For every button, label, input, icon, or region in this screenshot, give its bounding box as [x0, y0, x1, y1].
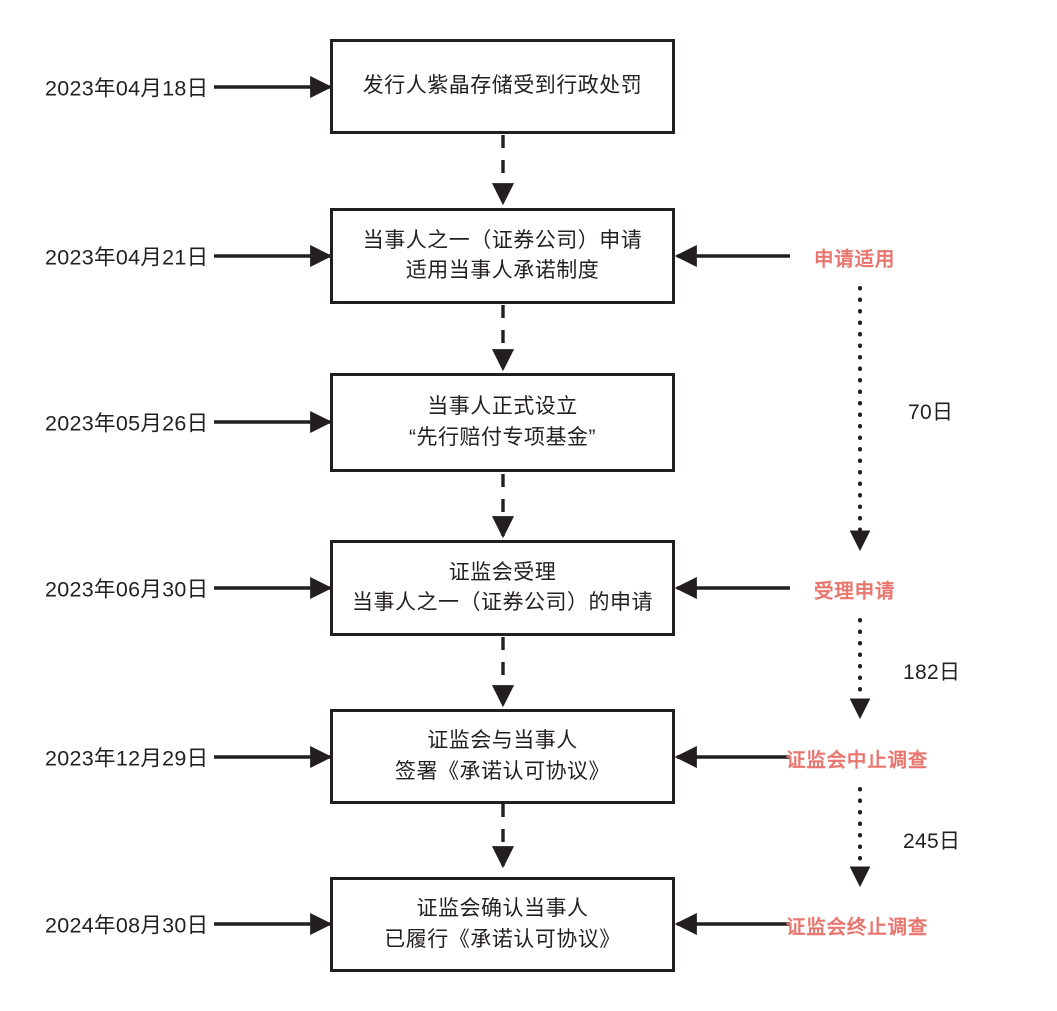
stage-label-accept: 受理申请	[814, 580, 896, 603]
flow-node-step-2[interactable]: 当事人之一（证券公司）申请 适用当事人承诺制度	[330, 208, 675, 304]
flow-node-step-4[interactable]: 证监会受理 当事人之一（证券公司）的申请	[330, 540, 675, 636]
stage-label-suspend: 证监会中止调查	[786, 749, 929, 772]
flow-node-step-1[interactable]: 发行人紫晶存储受到行政处罚	[330, 39, 675, 134]
date-label-step-2: 2023年04月21日	[45, 245, 209, 270]
date-label-step-1: 2023年04月18日	[45, 76, 209, 101]
date-label-step-6: 2024年08月30日	[45, 913, 209, 938]
date-label-step-3: 2023年05月26日	[45, 411, 209, 436]
flow-node-step-3[interactable]: 当事人正式设立 “先行赔付专项基金”	[330, 373, 675, 472]
date-label-step-4: 2023年06月30日	[45, 577, 209, 602]
duration-label-182: 182日	[903, 661, 961, 684]
flow-node-step-6[interactable]: 证监会确认当事人 已履行《承诺认可协议》	[330, 877, 675, 972]
flow-node-step-5[interactable]: 证监会与当事人 签署《承诺认可协议》	[330, 709, 675, 804]
duration-label-70: 70日	[908, 401, 954, 424]
duration-label-245: 245日	[903, 830, 961, 853]
stage-label-terminate: 证监会终止调查	[786, 916, 929, 939]
stage-connectors	[674, 244, 790, 936]
date-connectors	[214, 75, 333, 936]
stage-label-apply: 申请适用	[814, 248, 896, 271]
date-label-step-5: 2023年12月29日	[45, 746, 209, 771]
